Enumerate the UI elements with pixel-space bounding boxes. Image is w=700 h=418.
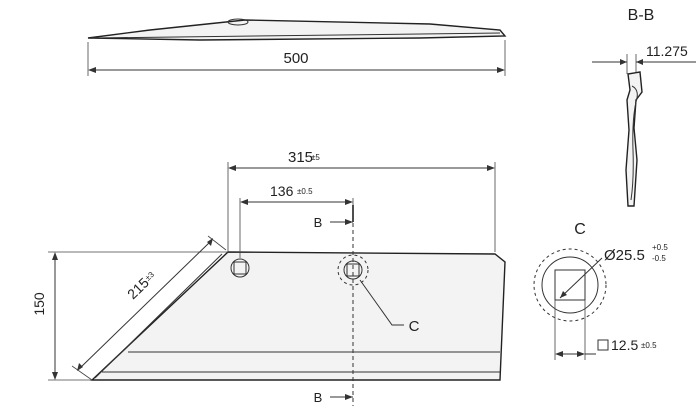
section-title: B-B bbox=[628, 7, 655, 24]
dim-315-label: 315 bbox=[288, 149, 313, 166]
dia-leader bbox=[559, 257, 603, 299]
blade-top-profile bbox=[87, 19, 507, 41]
cut-arrowhead-bottom bbox=[345, 394, 353, 400]
dim-136-tol: ±0.5 bbox=[297, 187, 313, 196]
dia-label: Ø25.5 bbox=[604, 247, 645, 264]
ext-line-215-bottom bbox=[71, 365, 93, 381]
cut-arrowhead-top bbox=[345, 219, 353, 225]
top-view: 500 bbox=[87, 18, 507, 76]
detail-c-square-hole bbox=[554, 269, 586, 301]
top-edge-line bbox=[91, 32, 501, 39]
square-label: 12.5 bbox=[611, 337, 638, 353]
dia-tol-up: +0.5 bbox=[652, 243, 668, 252]
detail-c-ref: C bbox=[409, 318, 420, 335]
detail-c-hole-circle bbox=[541, 256, 599, 314]
section-profile bbox=[625, 71, 643, 207]
dia-leader-arrow bbox=[560, 291, 567, 298]
detail-c-leader bbox=[359, 279, 404, 326]
diagonal-edge-line bbox=[94, 253, 223, 379]
section-bb-view: B-B 11.275 bbox=[592, 7, 696, 207]
square-tol: ±0.5 bbox=[641, 341, 657, 350]
detail-c-circle bbox=[337, 254, 369, 286]
section-label-top: B bbox=[314, 215, 323, 230]
section-inner-curve bbox=[630, 85, 638, 201]
dim-thickness-label: 11.275 bbox=[646, 43, 688, 59]
dim-315-tol: ±5 bbox=[311, 153, 320, 162]
front-view: B B C 315 ±5 136 ±0.5 150 215 bbox=[31, 149, 506, 406]
detail-c-view: C Ø25.5 +0.5 -0.5 12.5 ±0.5 bbox=[533, 221, 668, 360]
dia-tol-down: -0.5 bbox=[652, 254, 666, 263]
top-hole-mark bbox=[227, 18, 249, 26]
square-symbol bbox=[597, 339, 609, 351]
hole-left-circle bbox=[230, 258, 250, 278]
dim-150-label: 150 bbox=[31, 292, 47, 316]
blade-front-body bbox=[90, 251, 506, 381]
detail-c-title: C bbox=[574, 221, 586, 238]
hole-left-square bbox=[233, 261, 247, 275]
dim-line-215 bbox=[78, 240, 212, 370]
detail-c-outer-dashed bbox=[533, 248, 607, 322]
dim-arrows-thk bbox=[620, 59, 643, 65]
section-label-bottom: B bbox=[314, 390, 323, 405]
ext-line-215-top bbox=[207, 235, 227, 251]
dim-arrows-square bbox=[555, 351, 585, 357]
dim-500-label: 500 bbox=[283, 50, 308, 67]
dim-136-label: 136 bbox=[270, 183, 294, 199]
